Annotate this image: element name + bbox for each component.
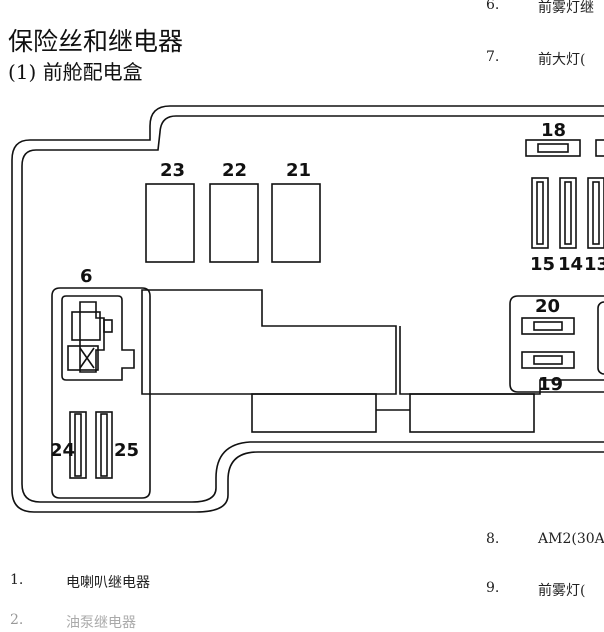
list-number-6: 6. [486,0,500,13]
page-subtitle: (1) 前舱配电盒 [8,60,143,84]
list-item-6: 前雾灯继 [538,0,594,16]
left-subpanel [51,287,151,499]
relay-group-20-19 [509,295,604,393]
fuse-24-inner [74,413,82,477]
relay-6-bottom-block [67,345,99,371]
fuse-14-inner [564,181,572,245]
center-block [141,289,397,395]
relay-23 [145,183,195,263]
relay-6-frame [61,295,135,381]
page-title: 保险丝和继电器 [8,27,184,56]
list-number-1: 1. [10,572,24,588]
label-14: 14 [558,254,583,275]
fuse-18-next [595,139,604,157]
fuse-24 [69,411,87,479]
list-number-8: 8. [486,531,500,547]
label-25: 25 [114,440,139,461]
fuse-20 [521,317,575,335]
fuse-19-inner [533,355,563,365]
fuse-15-inner [536,181,544,245]
fuse-18 [525,139,581,157]
fuse-25 [95,411,113,479]
list-item-7: 前大灯( [538,52,586,68]
label-21: 21 [286,160,311,181]
list-number-9: 9. [486,580,500,596]
list-item-9: 前雾灯( [538,583,586,599]
relay-partial-right [597,301,604,375]
label-23: 23 [160,160,185,181]
label-24: 24 [50,440,75,461]
relay-6-top-block [71,311,101,341]
center-base-right [409,393,535,433]
fuse-15 [531,177,549,249]
label-19: 19 [538,374,563,395]
relay-6-cross [79,347,95,369]
relay-6-body [79,301,105,373]
fuse-14 [559,177,577,249]
list-item-8: AM2(30A [538,531,604,547]
housing-outline-outer [11,105,604,513]
label-13: 13 [584,254,604,275]
label-6: 6 [80,266,93,287]
center-connector [399,326,604,395]
relay-22 [209,183,259,263]
relay-6-tab [103,319,113,333]
relay-21 [271,183,321,263]
label-18: 18 [541,120,566,141]
label-15: 15 [530,254,555,275]
fuse-18-inner [537,143,569,153]
fuse-13 [587,177,604,249]
fuse-19 [521,351,575,369]
label-20: 20 [535,296,560,317]
list-number-7: 7. [486,49,500,65]
label-22: 22 [222,160,247,181]
center-base-left [251,393,377,433]
fuse-25-inner [100,413,108,477]
fuse-20-inner [533,321,563,331]
list-item-1: 电喇叭继电器 [66,575,150,591]
fuse-13-inner [592,181,600,245]
housing-outline-inner [21,115,604,503]
